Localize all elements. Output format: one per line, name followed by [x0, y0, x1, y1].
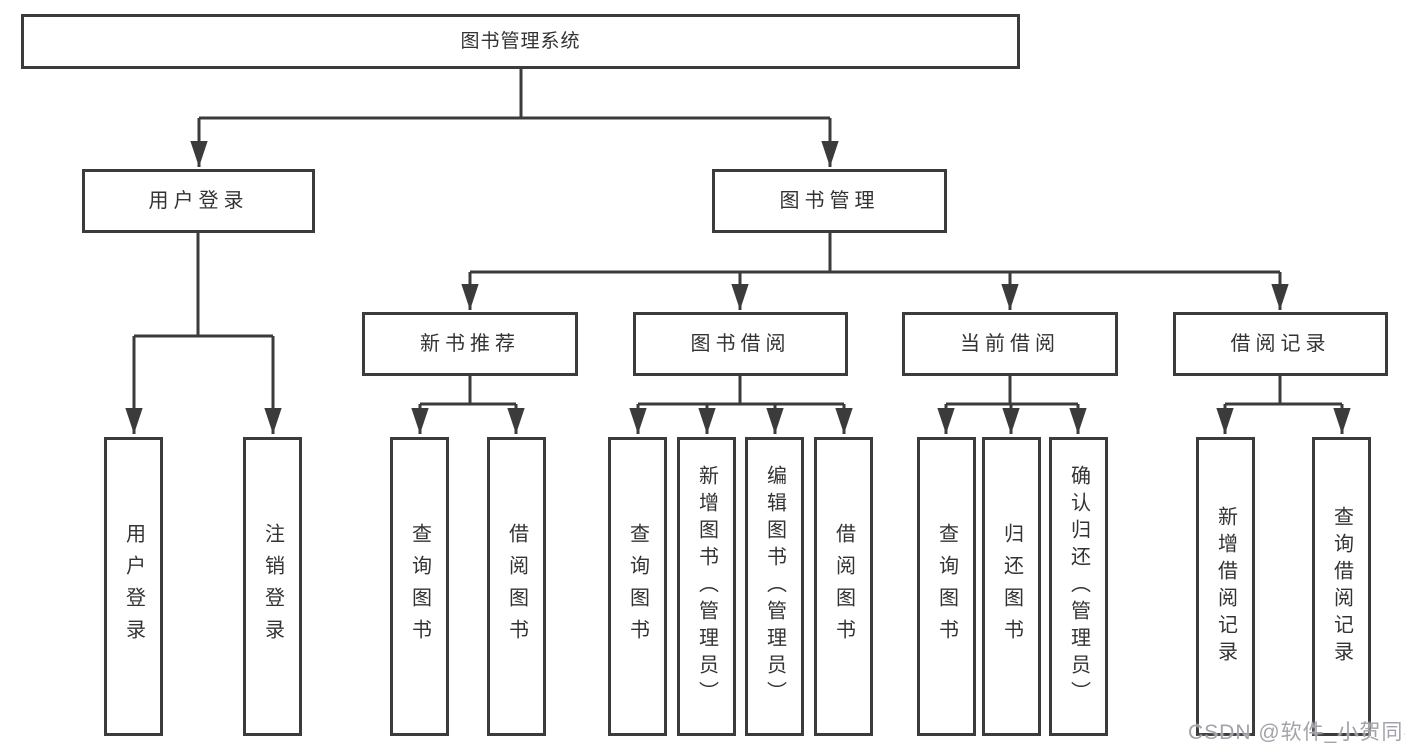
node-new-book-recommend: 新书推荐 — [362, 312, 578, 376]
leaf-label: 用户登录 — [122, 522, 145, 651]
leaf-confirm-return-admin: 确认归还（管理员） — [1049, 437, 1108, 736]
leaf-label: 查询图书 — [935, 522, 958, 651]
leaf-label: 新增借阅记录 — [1214, 505, 1237, 668]
leaf-add-books-admin: 新增图书（管理员） — [677, 437, 736, 736]
node-label: 借阅记录 — [1230, 333, 1331, 355]
leaf-label: 借阅图书 — [505, 522, 528, 651]
node-user-login: 用户登录 — [82, 169, 315, 233]
leaf-label: 确认归还（管理员） — [1067, 465, 1090, 708]
node-library-management-system: 图书管理系统 — [21, 14, 1020, 69]
leaf-label: 归还图书 — [1000, 522, 1023, 651]
leaf-borrow-books: 借阅图书 — [814, 437, 873, 736]
leaf-label: 查询借阅记录 — [1330, 505, 1353, 668]
leaf-query-books-current: 查询图书 — [917, 437, 976, 736]
leaf-user-login: 用户登录 — [104, 437, 163, 736]
node-book-borrow: 图书借阅 — [633, 312, 848, 376]
node-label: 图书管理系统 — [460, 31, 581, 52]
leaf-label: 查询图书 — [408, 522, 431, 651]
leaf-label: 新增图书（管理员） — [695, 465, 718, 708]
leaf-label: 注销登录 — [261, 522, 284, 651]
leaf-logout: 注销登录 — [243, 437, 302, 736]
leaf-label: 查询图书 — [626, 522, 649, 651]
node-borrow-records: 借阅记录 — [1173, 312, 1388, 376]
leaf-edit-books-admin: 编辑图书（管理员） — [745, 437, 804, 736]
leaf-query-books-recommend: 查询图书 — [390, 437, 449, 736]
leaf-borrow-books-recommend: 借阅图书 — [487, 437, 546, 736]
node-label: 图书借阅 — [690, 333, 791, 355]
node-current-borrow: 当前借阅 — [902, 312, 1118, 376]
leaf-query-borrow-record: 查询借阅记录 — [1312, 437, 1371, 736]
node-book-management: 图书管理 — [712, 169, 947, 233]
node-label: 用户登录 — [148, 190, 249, 212]
node-label: 图书管理 — [779, 190, 880, 212]
leaf-add-borrow-record: 新增借阅记录 — [1196, 437, 1255, 736]
leaf-query-books-borrow: 查询图书 — [608, 437, 667, 736]
leaf-label: 借阅图书 — [832, 522, 855, 651]
leaf-return-books: 归还图书 — [982, 437, 1041, 736]
node-label: 当前借阅 — [960, 333, 1060, 355]
leaf-label: 编辑图书（管理员） — [763, 465, 786, 708]
node-label: 新书推荐 — [420, 333, 520, 355]
